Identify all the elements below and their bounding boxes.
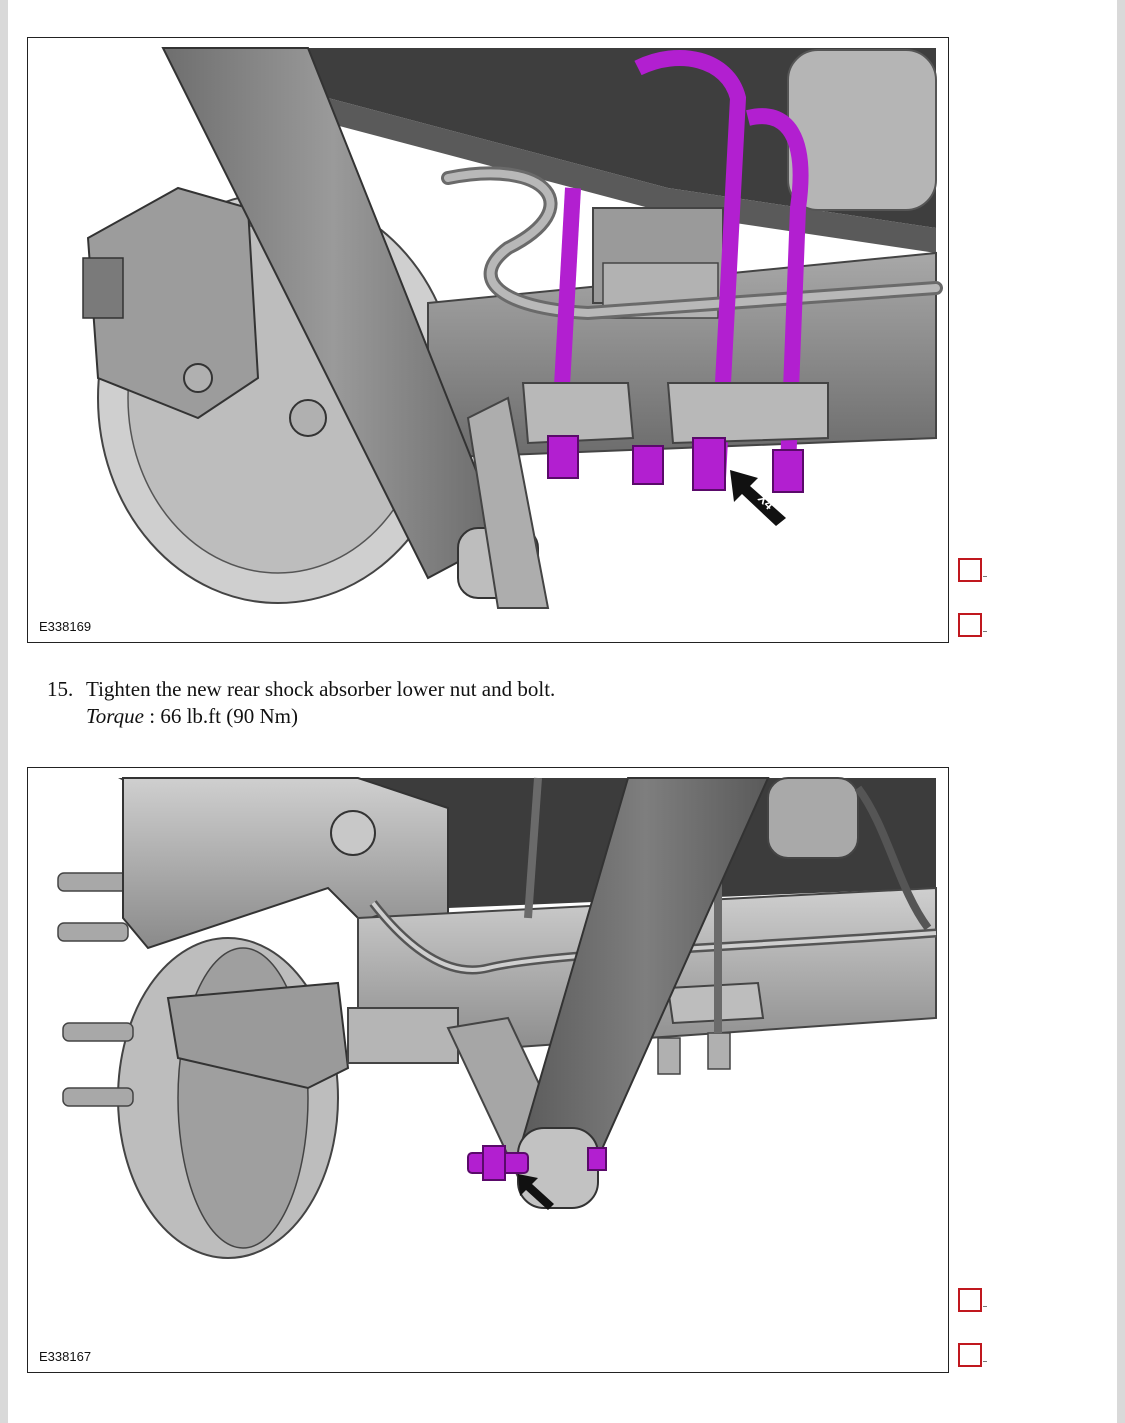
figure-e338169: X4 E338169 [27, 37, 949, 643]
step-text: Tighten the new rear shock absorber lowe… [86, 677, 556, 701]
torque-value: 66 lb.ft (90 Nm) [160, 704, 298, 728]
x4-callout-arrow: X4 [728, 468, 788, 528]
bolt-callout-arrow [516, 1172, 556, 1212]
black-arrow-icon [730, 470, 786, 526]
black-arrow-icon [518, 1174, 554, 1210]
checkbox-2[interactable] [958, 613, 987, 637]
illustration-leaf-spring-ubolts [28, 38, 948, 642]
figure-id-label: E338167 [39, 1349, 92, 1364]
illustration-shock-lower-mount [28, 768, 948, 1372]
checkbox-3[interactable] [958, 1288, 987, 1312]
checkbox-1[interactable] [958, 558, 987, 582]
document-page: X4 E338169 15. Tighten the new rear shock… [8, 0, 1117, 1423]
torque-spec: Torque : 66 lb.ft (90 Nm) [47, 703, 555, 730]
procedure-step-15: 15. Tighten the new rear shock absorber l… [47, 676, 555, 730]
step-number: 15. [47, 677, 74, 701]
step-line: 15. Tighten the new rear shock absorber l… [47, 676, 555, 703]
torque-separator: : [143, 704, 161, 728]
checkbox-4[interactable] [958, 1343, 987, 1367]
figure-id-label: E338169 [39, 619, 92, 634]
torque-label: Torque [86, 704, 144, 728]
figure-e338167: E338167 [27, 767, 949, 1373]
